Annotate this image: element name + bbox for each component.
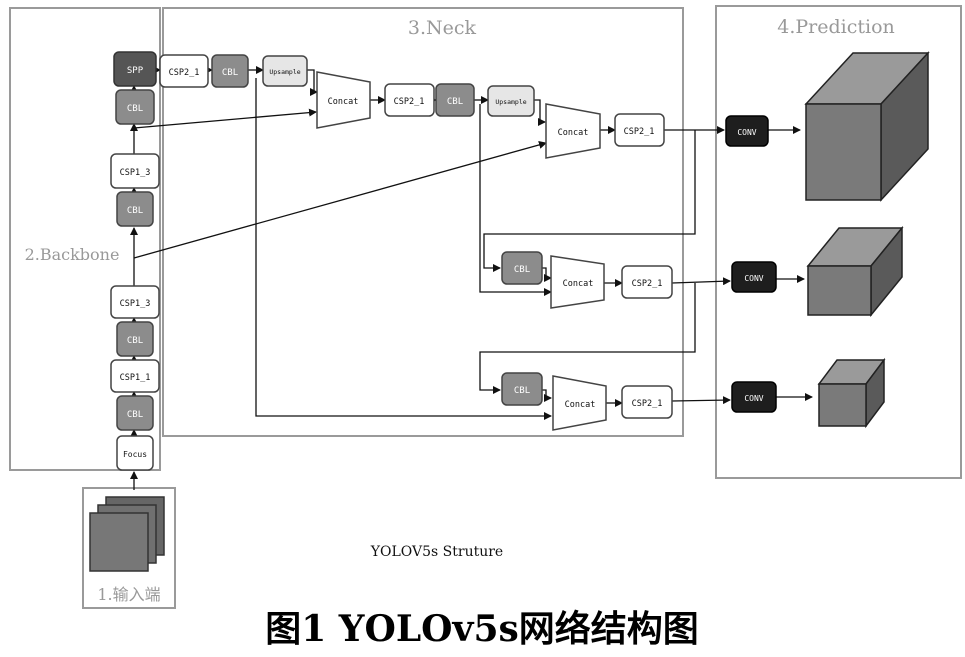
svg-text:CSP2_1: CSP2_1 [632, 399, 663, 409]
neck-cbl-a: CBL [211, 54, 249, 88]
svg-text:Concat: Concat [328, 97, 359, 107]
input-title: 1.输入端 [97, 585, 160, 604]
svg-text:CBL: CBL [127, 336, 143, 346]
conn-ups1-concat4 [255, 78, 552, 420]
backbone-cbl-2: CBL [116, 321, 154, 357]
backbone-cbl-1: CBL [116, 395, 154, 431]
neck-cbl-b: CBL [435, 83, 475, 117]
svg-text:CSP1_3: CSP1_3 [120, 168, 151, 178]
svg-text:Concat: Concat [563, 279, 594, 289]
neck-csp2-1c: CSP2_1 [614, 113, 665, 147]
svg-text:CONV: CONV [744, 274, 763, 283]
neck-concat-3: Concat [550, 255, 605, 309]
backbone-focus: Focus [116, 435, 154, 471]
neck-cbl-c: CBL [501, 251, 543, 285]
pred-conv-3: CONV [731, 381, 777, 413]
diagram-inner-caption: YOLOV5s Struture [370, 544, 503, 560]
output-cube-large-icon [804, 51, 930, 202]
pred-conv-2: CONV [731, 261, 777, 293]
svg-text:CSP2_1: CSP2_1 [394, 97, 425, 107]
svg-text:CBL: CBL [127, 410, 143, 420]
svg-text:Upsample: Upsample [495, 98, 526, 106]
input-image-stack-icon [89, 496, 165, 572]
neck-concat-4: Concat [552, 375, 607, 431]
svg-text:CSP1_3: CSP1_3 [120, 299, 151, 309]
conn-csp13a-concat2 [133, 141, 547, 259]
svg-text:CBL: CBL [447, 97, 463, 107]
backbone-cbl-4: CBL [115, 89, 155, 125]
backbone-spp: SPP [113, 51, 157, 87]
neck-concat-2: Concat [545, 103, 601, 159]
neck-csp2-1d: CSP2_1 [621, 265, 673, 299]
svg-text:Upsample: Upsample [269, 68, 300, 76]
conn-csp21e-conv3 [671, 396, 731, 405]
svg-text:Concat: Concat [565, 400, 596, 410]
neck-frame [162, 7, 684, 437]
output-cube-small-icon [817, 357, 886, 429]
prediction-frame [715, 5, 962, 479]
svg-text:CBL: CBL [514, 265, 530, 275]
backbone-csp1-1: CSP1_1 [110, 359, 160, 393]
neck-cbl-d: CBL [501, 372, 543, 406]
neck-title: 3.Neck [408, 17, 477, 39]
svg-text:CSP1_1: CSP1_1 [120, 373, 151, 383]
output-cube-medium-icon [806, 225, 904, 318]
svg-text:CONV: CONV [737, 128, 756, 137]
figure-caption: 图1 YOLOv5s网络结构图 [265, 608, 699, 650]
svg-text:CBL: CBL [127, 206, 143, 216]
input-frame [82, 487, 176, 609]
conn-csp21d-cbld [479, 283, 696, 394]
neck-upsample-1: Upsample [262, 55, 308, 87]
backbone-csp1-3b: CSP1_3 [110, 153, 160, 189]
svg-text:CBL: CBL [514, 386, 530, 396]
backbone-frame [9, 7, 161, 471]
backbone-cbl-3: CBL [116, 191, 154, 227]
neck-csp2-1a: CSP2_1 [159, 54, 209, 88]
prediction-title: 4.Prediction [777, 16, 895, 38]
conn-cblc-concat3 [542, 267, 552, 282]
backbone-title: 2.Backbone [25, 245, 120, 264]
conn-csp21c-cblc [483, 130, 696, 272]
conn-ups2-concat2 [534, 99, 546, 126]
svg-text:SPP: SPP [127, 66, 144, 76]
neck-csp2-1b: CSP2_1 [384, 83, 435, 117]
pred-conv-1: CONV [725, 115, 769, 147]
neck-concat-1: Concat [316, 71, 371, 129]
conn-csp21d-conv2 [671, 277, 731, 286]
svg-text:CBL: CBL [222, 68, 238, 78]
svg-text:CSP2_1: CSP2_1 [632, 279, 663, 289]
svg-text:CONV: CONV [744, 394, 763, 403]
conn-cbld-concat4 [542, 389, 552, 402]
conn-csp13b-concat1 [133, 108, 317, 129]
conn-ups2-concat3 [479, 104, 552, 296]
svg-text:Focus: Focus [123, 450, 147, 459]
svg-text:Concat: Concat [558, 128, 589, 138]
neck-upsample-2: Upsample [487, 85, 535, 117]
svg-text:CSP2_1: CSP2_1 [169, 68, 200, 78]
svg-text:CBL: CBL [127, 104, 143, 114]
backbone-csp1-3a: CSP1_3 [110, 285, 160, 319]
conn-ups1-concat1 [307, 69, 318, 96]
neck-csp2-1e: CSP2_1 [621, 385, 673, 419]
svg-text:CSP2_1: CSP2_1 [624, 127, 655, 137]
